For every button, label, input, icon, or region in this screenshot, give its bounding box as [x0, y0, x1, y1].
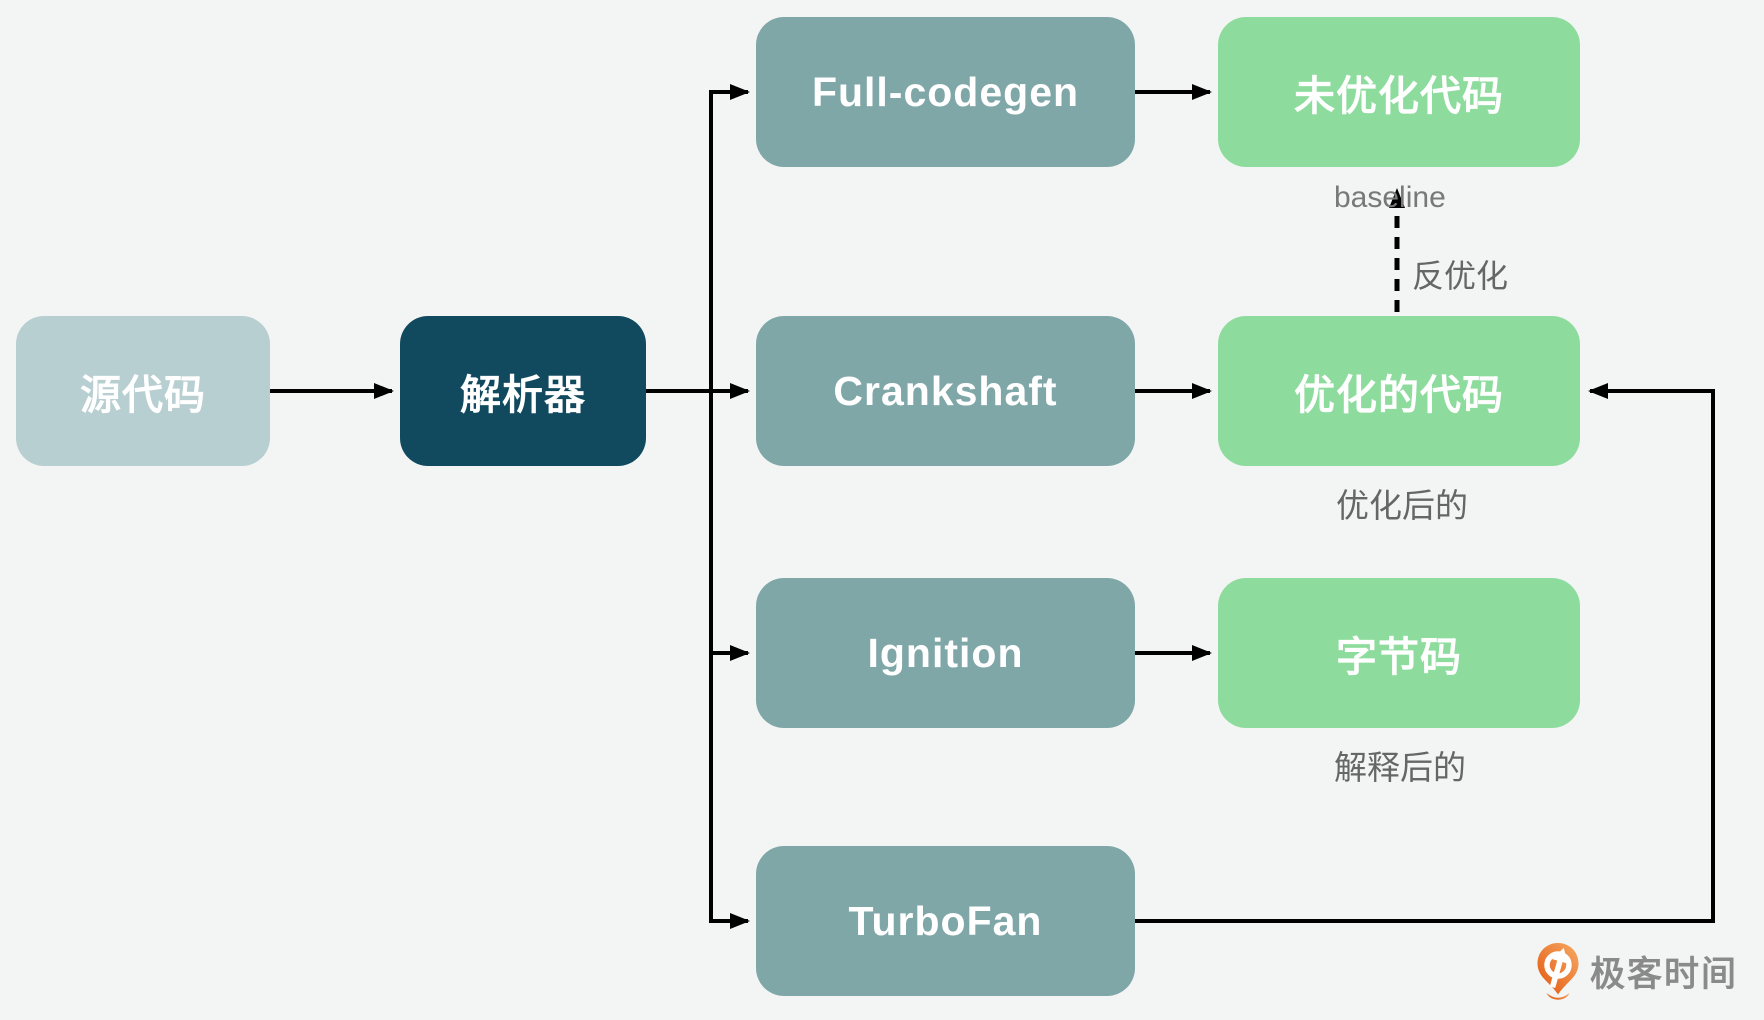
node-ignition: Ignition: [756, 578, 1135, 728]
arrow-turbofan-to-optimized: [1135, 383, 1715, 923]
node-parser-label: 解析器: [460, 372, 586, 418]
node-unoptimized-code-label: 未优化代码: [1294, 73, 1504, 119]
node-turbofan: TurboFan: [756, 846, 1135, 996]
node-optimized-code-label: 优化的代码: [1294, 372, 1504, 418]
arrow-branch-to-turbofan: [709, 391, 750, 929]
node-unoptimized-code: 未优化代码: [1218, 17, 1580, 167]
geektime-logo: 极客时间: [1536, 942, 1738, 1000]
node-turbofan-label: TurboFan: [848, 897, 1043, 944]
node-source-code: 源代码: [16, 316, 270, 466]
annotation-baseline: baseline: [1334, 181, 1446, 214]
node-crankshaft: Crankshaft: [756, 316, 1135, 466]
geektime-logo-text: 极客时间: [1590, 954, 1739, 994]
node-ignition-label: Ignition: [867, 629, 1024, 676]
node-optimized-code: 优化的代码: [1218, 316, 1580, 466]
node-full-codegen-label: Full-codegen: [811, 68, 1080, 115]
node-bytecode: 字节码: [1218, 578, 1580, 728]
annotation-optimized-note: 优化后的: [1336, 487, 1468, 524]
arrow-branch-to-ignition: [709, 391, 750, 661]
annotation-interpreted-note: 解释后的: [1334, 749, 1466, 786]
geektime-pin-icon: [1537, 943, 1579, 1000]
node-source-code-label: 源代码: [80, 372, 206, 418]
node-crankshaft-label: Crankshaft: [833, 367, 1058, 414]
annotation-deoptimize: 反优化: [1412, 258, 1509, 294]
node-full-codegen: Full-codegen: [756, 17, 1135, 167]
arrow-branch-to-full-codegen: [709, 84, 750, 391]
node-parser: 解析器: [400, 316, 646, 466]
node-bytecode-label: 字节码: [1336, 634, 1462, 680]
